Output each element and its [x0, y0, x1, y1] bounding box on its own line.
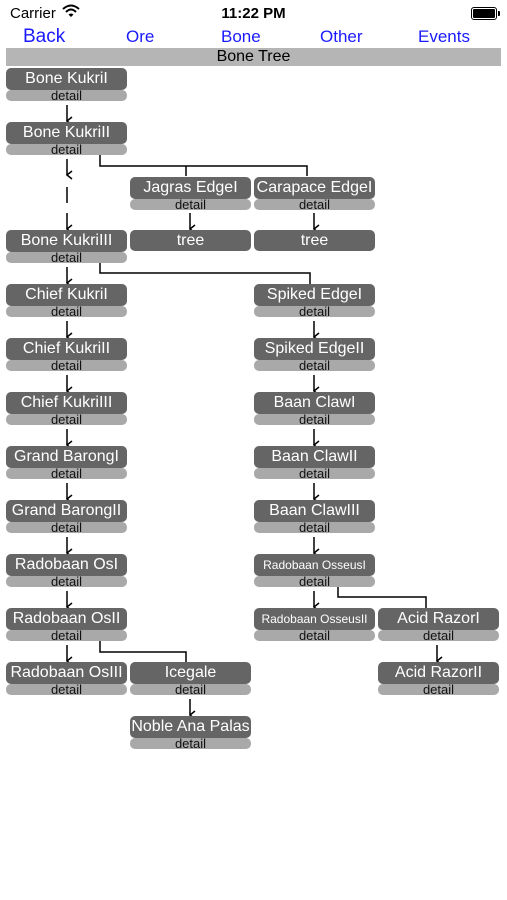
detail-button[interactable]: detail — [254, 305, 375, 318]
node-name[interactable]: Spiked EdgeI — [254, 284, 375, 306]
node-radobaan-os-1: Radobaan OsI detail — [6, 554, 127, 588]
node-chief-kukri-3: Chief KukriIII detail — [6, 392, 127, 426]
node-name[interactable]: Radobaan OsII — [6, 608, 127, 630]
detail-button[interactable]: detail — [130, 737, 251, 750]
node-spiked-edge-2: Spiked EdgeII detail — [254, 338, 375, 372]
detail-button[interactable]: detail — [6, 305, 127, 318]
detail-button[interactable]: detail — [6, 629, 127, 642]
detail-button[interactable]: detail — [6, 413, 127, 426]
detail-button[interactable]: detail — [6, 89, 127, 102]
node-name[interactable]: Baan ClawII — [254, 446, 375, 468]
node-baan-claw-1: Baan ClawI detail — [254, 392, 375, 426]
node-radobaan-osseus-1: Radobaan OsseusI detail — [254, 554, 375, 588]
node-name[interactable]: Chief KukriI — [6, 284, 127, 306]
detail-button[interactable]: detail — [130, 198, 251, 211]
node-name[interactable]: Bone KukriII — [6, 122, 127, 144]
nav-bone-button[interactable]: Bone — [221, 27, 261, 46]
node-radobaan-osseus-2: Radobaan OsseusII detail — [254, 608, 375, 642]
nav-events-button[interactable]: Events — [418, 27, 470, 46]
node-name[interactable]: Baan ClawIII — [254, 500, 375, 522]
detail-button[interactable]: detail — [6, 521, 127, 534]
node-acid-razor-1: Acid RazorI detail — [378, 608, 499, 642]
node-radobaan-os-3: Radobaan OsIII detail — [6, 662, 127, 696]
detail-button[interactable]: detail — [378, 629, 499, 642]
node-name[interactable]: Bone KukriI — [6, 68, 127, 90]
tree-button-carapace[interactable]: tree — [254, 230, 375, 251]
node-jagras-edge-1: Jagras EdgeI detail — [130, 177, 251, 211]
node-acid-razor-2: Acid RazorII detail — [378, 662, 499, 696]
node-spiked-edge-1: Spiked EdgeI detail — [254, 284, 375, 318]
detail-button[interactable]: detail — [254, 413, 375, 426]
node-noble-ana-palas: Noble Ana Palas detail — [130, 716, 251, 750]
node-baan-claw-3: Baan ClawIII detail — [254, 500, 375, 534]
wifi-icon — [62, 4, 80, 23]
node-baan-claw-2: Baan ClawII detail — [254, 446, 375, 480]
node-name[interactable]: Acid RazorII — [378, 662, 499, 684]
node-chief-kukri-2: Chief KukriII detail — [6, 338, 127, 372]
tree-button-jagras[interactable]: tree — [130, 230, 251, 251]
detail-button[interactable]: detail — [6, 467, 127, 480]
detail-button[interactable]: detail — [130, 683, 251, 696]
node-name[interactable]: Icegale — [130, 662, 251, 684]
page-title: Bone Tree — [6, 48, 501, 66]
node-radobaan-os-2: Radobaan OsII detail — [6, 608, 127, 642]
detail-button[interactable]: detail — [6, 359, 127, 372]
detail-button[interactable]: detail — [254, 467, 375, 480]
status-bar: Carrier 11:22 PM — [0, 0, 507, 26]
node-name[interactable]: Bone KukriIII — [6, 230, 127, 252]
battery-icon — [471, 7, 500, 20]
node-bone-kukri-1: Bone KukriI detail — [6, 68, 127, 102]
detail-button[interactable]: detail — [6, 575, 127, 588]
detail-button[interactable]: detail — [254, 629, 375, 642]
node-name[interactable]: Baan ClawI — [254, 392, 375, 414]
node-name[interactable]: Radobaan OsseusI — [254, 554, 375, 576]
detail-button[interactable]: detail — [254, 198, 375, 211]
node-bone-kukri-3: Bone KukriIII detail — [6, 230, 127, 264]
detail-button[interactable]: detail — [6, 251, 127, 264]
node-name[interactable]: Grand BarongII — [6, 500, 127, 522]
carrier-label: Carrier — [10, 5, 56, 22]
node-name[interactable]: Chief KukriIII — [6, 392, 127, 414]
node-name[interactable]: Chief KukriII — [6, 338, 127, 360]
node-name[interactable]: Noble Ana Palas — [130, 716, 251, 738]
detail-button[interactable]: detail — [254, 575, 375, 588]
node-name[interactable]: Acid RazorI — [378, 608, 499, 630]
detail-button[interactable]: detail — [378, 683, 499, 696]
nav-other-button[interactable]: Other — [320, 27, 363, 46]
node-bone-kukri-2: Bone KukriII detail — [6, 122, 127, 156]
node-name[interactable]: Grand BarongI — [6, 446, 127, 468]
node-chief-kukri-1: Chief KukriI detail — [6, 284, 127, 318]
nav-bar: Back Ore Bone Other Events — [0, 26, 507, 47]
node-carapace-edge-1: Carapace EdgeI detail — [254, 177, 375, 211]
detail-button[interactable]: detail — [254, 521, 375, 534]
back-button[interactable]: Back — [23, 26, 66, 47]
node-name[interactable]: Carapace EdgeI — [254, 177, 375, 199]
node-name[interactable]: Radobaan OsI — [6, 554, 127, 576]
node-name[interactable]: Spiked EdgeII — [254, 338, 375, 360]
detail-button[interactable]: detail — [6, 683, 127, 696]
detail-button[interactable]: detail — [254, 359, 375, 372]
node-name[interactable]: Jagras EdgeI — [130, 177, 251, 199]
nav-ore-button[interactable]: Ore — [126, 27, 155, 46]
node-icegale: Icegale detail — [130, 662, 251, 696]
detail-button[interactable]: detail — [6, 143, 127, 156]
node-grand-barong-2: Grand BarongII detail — [6, 500, 127, 534]
node-name[interactable]: Radobaan OsseusII — [254, 608, 375, 630]
node-name[interactable]: Radobaan OsIII — [6, 662, 127, 684]
node-grand-barong-1: Grand BarongI detail — [6, 446, 127, 480]
clock-time: 11:22 PM — [221, 5, 286, 22]
